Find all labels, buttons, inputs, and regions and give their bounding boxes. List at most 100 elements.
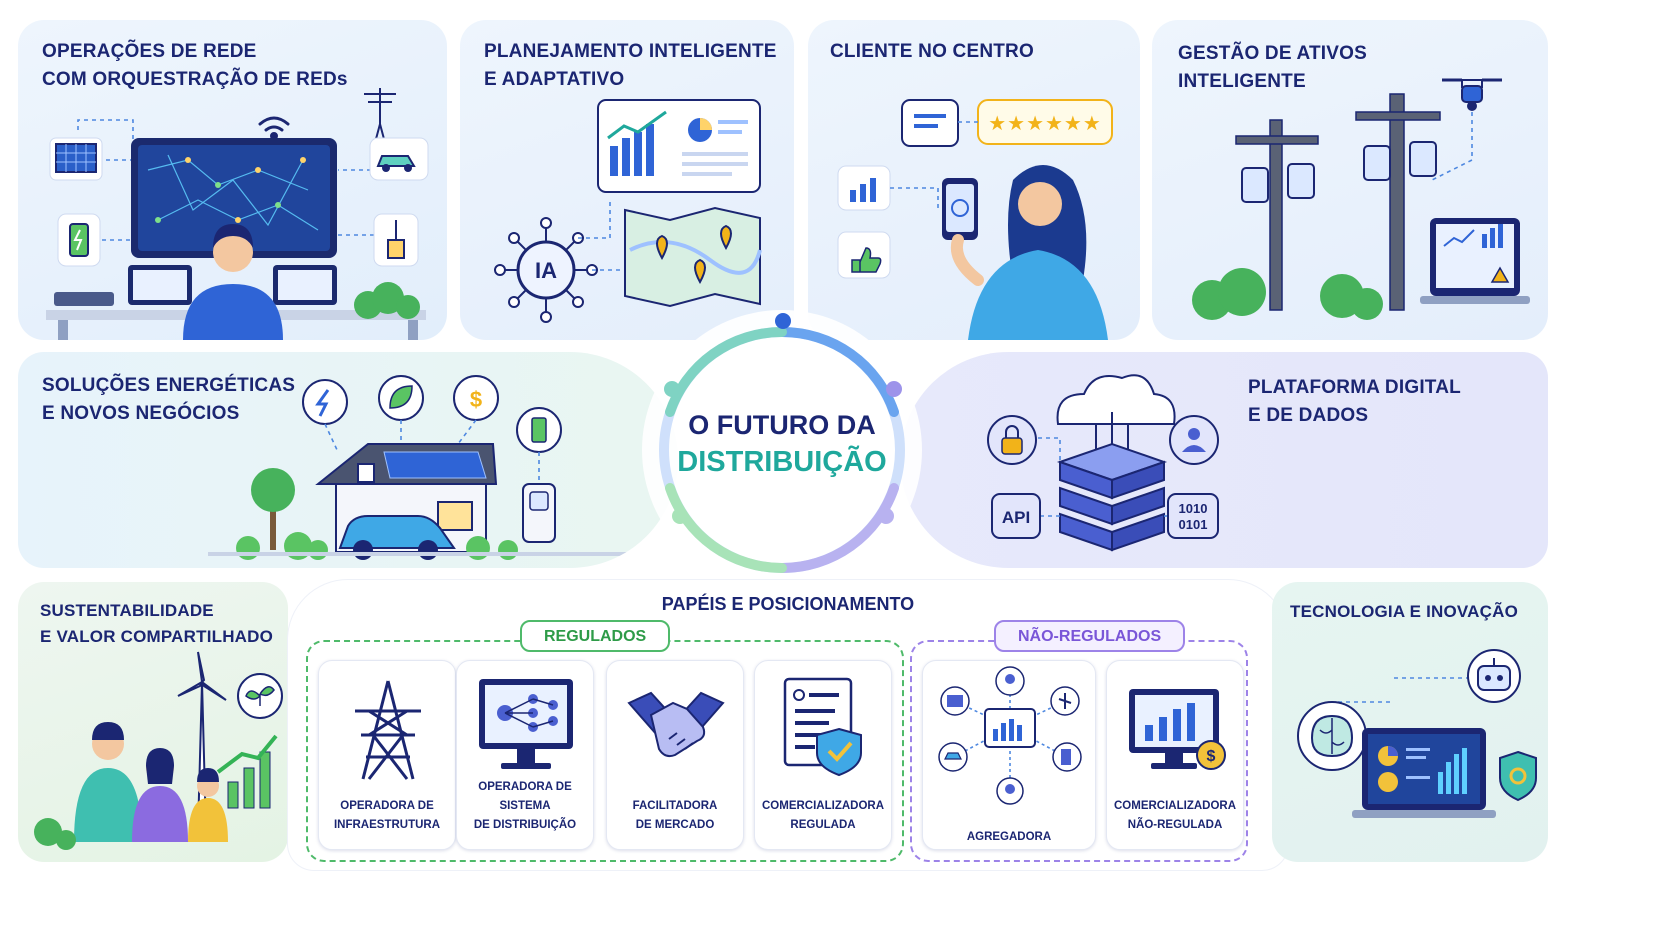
role-card-comercializadora-nao-regulada: $ COMERCIALIZADORA NÃO-REGULADA — [1106, 660, 1244, 850]
panel-title-sustentabilidade: SUSTENTABILIDADE E VALOR COMPARTILHADO — [40, 601, 274, 646]
lock-icon — [987, 415, 1037, 465]
monitor-chart-dollar-icon: $ — [1129, 689, 1226, 770]
battery-icon — [57, 213, 101, 267]
battery-charge-icon — [516, 407, 562, 453]
center-hub-ring — [642, 310, 922, 590]
map-icon — [624, 206, 762, 308]
chat-bubble-icon — [901, 99, 959, 147]
panel-sustentabilidade: SUSTENTABILIDADE E VALOR COMPARTILHADO — [18, 582, 288, 862]
substation-icon — [373, 213, 419, 267]
solar-panel-icon — [49, 137, 103, 181]
rating-stars: ★★★★★★ — [977, 99, 1113, 145]
planning-illustration: IA — [494, 99, 762, 323]
leaf-icon — [378, 375, 424, 421]
data-platform-illustration: API 1010 0101 — [987, 374, 1219, 552]
transformer-icon — [1241, 141, 1437, 203]
customer-illustration: ★★★★★★ — [837, 99, 1113, 340]
dollar-sign: $ — [1207, 748, 1216, 765]
panel-solucoes: SOLUÇÕES ENERGÉTICAS E NOVOS NEGÓCIOS $ — [18, 352, 678, 568]
role-card-operadora-sistema: OPERADORA DE SISTEMA DE DISTRIBUIÇÃO — [456, 660, 594, 850]
panel-tecnologia: TECNOLOGIA E INOVAÇÃO — [1272, 582, 1548, 862]
asset-management-illustration — [1192, 78, 1530, 320]
hub-dot-bottom-right — [878, 508, 894, 524]
operator-person — [183, 224, 283, 340]
center-title-line1: O FUTURO DA — [688, 410, 876, 440]
binary-data-badge: 1010 0101 — [1167, 493, 1219, 539]
aggregator-hub-icon — [938, 666, 1082, 805]
binary-line-2: 0101 — [1179, 517, 1208, 532]
role-card-comercializadora-regulada: COMERCIALIZADORA REGULADA — [754, 660, 892, 850]
papeis-title: PAPÉIS E POSICIONAMENTO — [661, 594, 915, 614]
network-monitor-icon — [479, 679, 573, 769]
regulados-tag: REGULADOS — [520, 620, 671, 652]
laptop-analytics-icon — [1352, 728, 1496, 818]
technology-illustration — [1297, 649, 1537, 818]
cloud-icon — [1056, 374, 1176, 425]
wifi-icon — [258, 116, 290, 140]
sprout-icon — [237, 673, 283, 719]
panel-plataforma: PLATAFORMA DIGITAL E DE DADOS API 1010 0… — [900, 352, 1548, 568]
ev-car-icon — [369, 137, 429, 181]
robot-icon — [1467, 649, 1521, 703]
panel-title-gestao: GESTÃO DE ATIVOS INTELIGENTE — [1178, 43, 1367, 92]
binary-line-1: 1010 — [1179, 501, 1208, 516]
chart-card-icon — [837, 165, 891, 211]
document-shield-icon — [783, 677, 862, 777]
thumbs-up-icon — [837, 231, 891, 279]
panel-gestao-ativos: GESTÃO DE ATIVOS INTELIGENTE — [1152, 20, 1548, 340]
role-card-agregadora: AGREGADORA — [922, 660, 1096, 850]
role-card-facilitadora: FACILITADORA DE MERCADO — [606, 660, 744, 850]
panel-title-cliente: CLIENTE NO CENTRO — [830, 41, 1034, 62]
panel-operacoes-de-rede: OPERAÇÕES DE REDE COM ORQUESTRAÇÃO DE RE… — [18, 20, 447, 340]
handshake-icon — [627, 691, 725, 758]
server-stack-icon — [1056, 442, 1168, 552]
panel-planejamento: PLANEJAMENTO INTELIGENTE E ADAPTATIVO IA — [460, 20, 794, 340]
panel-title-plataforma: PLATAFORMA DIGITAL E DE DADOS — [1248, 377, 1461, 426]
panel-title-operacoes: OPERAÇÕES DE REDE COM ORQUESTRAÇÃO DE RE… — [42, 41, 348, 90]
hub-dot-right — [886, 381, 902, 397]
hub-dot-bottom-left — [672, 508, 688, 524]
family-people — [74, 722, 228, 842]
hub-dot-left — [664, 381, 680, 397]
role-label: FACILITADORA DE MERCADO — [632, 800, 718, 831]
drone-icon — [1442, 78, 1502, 111]
control-room-illustration — [46, 88, 429, 340]
dollar-coin-icon: $ — [453, 375, 499, 421]
api-label: API — [1002, 508, 1030, 527]
hub-dot-top — [775, 313, 791, 329]
house-energy-illustration: $ — [208, 375, 628, 560]
role-label: OPERADORA DE INFRAESTRUTURA — [333, 800, 441, 831]
ai-label: IA — [535, 258, 557, 283]
role-label: AGREGADORA — [966, 831, 1052, 843]
panel-cliente: CLIENTE NO CENTRO ★★★★★★ — [808, 20, 1140, 340]
panel-title-tecnologia: TECNOLOGIA E INOVAÇÃO — [1290, 602, 1519, 621]
ai-hub-icon: IA — [494, 217, 598, 323]
role-label: COMERCIALIZADORA NÃO-REGULADA — [1113, 800, 1237, 831]
users-group-icon — [1169, 415, 1219, 465]
role-card-operadora-infraestrutura: OPERADORA DE INFRAESTRUTURA — [318, 660, 456, 850]
ev-charger-icon — [522, 483, 556, 543]
laptop-dashboard-icon — [1420, 218, 1530, 304]
star-rating: ★★★★★★ — [988, 111, 1102, 135]
brain-icon — [1297, 701, 1367, 771]
tree-icon — [251, 468, 295, 550]
center-title: O FUTURO DA DISTRIBUIÇÃO — [662, 408, 902, 482]
role-label: COMERCIALIZADORA REGULADA — [761, 800, 885, 831]
security-shield-icon — [1499, 750, 1537, 802]
panel-title-planejamento: PLANEJAMENTO INTELIGENTE E ADAPTATIVO — [484, 41, 777, 90]
nao-regulados-tag: NÃO-REGULADOS — [994, 620, 1186, 652]
dollar-label: $ — [470, 387, 482, 412]
panel-title-solucoes: SOLUÇÕES ENERGÉTICAS E NOVOS NEGÓCIOS — [42, 375, 296, 424]
control-monitor — [131, 138, 337, 258]
customer-person — [942, 165, 1108, 340]
role-label: OPERADORA DE SISTEMA DE DISTRIBUIÇÃO — [473, 781, 577, 831]
transmission-tower-icon — [355, 680, 421, 780]
sustainability-illustration — [34, 651, 283, 850]
center-title-line2: DISTRIBUIÇÃO — [677, 446, 887, 478]
map-pin-icon — [656, 224, 732, 285]
utility-pole-icon — [1235, 93, 1441, 311]
growth-chart-icon — [216, 734, 278, 809]
api-badge: API — [991, 493, 1041, 539]
lightning-bolt-icon — [302, 379, 348, 425]
report-chart-icon — [597, 99, 761, 193]
